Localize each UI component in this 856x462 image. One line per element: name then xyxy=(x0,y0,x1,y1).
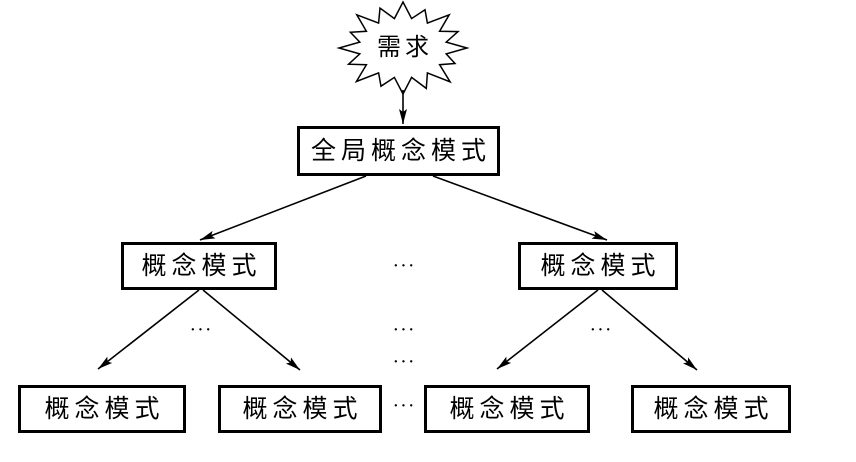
ellipsis-level3-left-group: ··· xyxy=(189,319,213,341)
arrow-level2-right-to-level3-4 xyxy=(601,289,698,371)
level3-box-3: 概念模式 xyxy=(424,385,590,433)
level3-box-2: 概念模式 xyxy=(218,385,382,433)
arrow-global-to-level2-right xyxy=(432,175,608,241)
ellipsis-level2-middle: ··· xyxy=(392,255,416,277)
arrow-level2-left-to-level3-1 xyxy=(97,289,200,370)
global-schema-label: 全局概念模式 xyxy=(310,137,491,165)
level2-box-left: 概念模式 xyxy=(121,242,277,290)
global-schema-box: 全局概念模式 xyxy=(297,126,500,176)
level3-box-4: 概念模式 xyxy=(631,385,791,433)
ellipsis-level3-right-group: ··· xyxy=(589,319,613,341)
ellipsis-center-lower: ··· xyxy=(392,351,416,373)
level3-label-3: 概念模式 xyxy=(449,395,570,423)
level3-label-1: 概念模式 xyxy=(44,395,165,423)
level2-box-right: 概念模式 xyxy=(518,242,678,290)
ellipsis-level3-middle: ··· xyxy=(392,395,416,417)
arrow-global-to-level2-left xyxy=(199,175,367,241)
level2-label-right: 概念模式 xyxy=(540,252,661,280)
level3-box-1: 概念模式 xyxy=(18,385,186,433)
arrow-level2-left-to-level3-2 xyxy=(202,289,301,371)
requirement-label: 需求 xyxy=(377,35,433,61)
ellipsis-center-upper: ··· xyxy=(392,319,416,341)
level3-label-2: 概念模式 xyxy=(242,395,363,423)
level3-label-4: 概念模式 xyxy=(653,395,774,423)
level2-label-left: 概念模式 xyxy=(141,252,262,280)
arrow-level2-right-to-level3-3 xyxy=(496,289,599,370)
